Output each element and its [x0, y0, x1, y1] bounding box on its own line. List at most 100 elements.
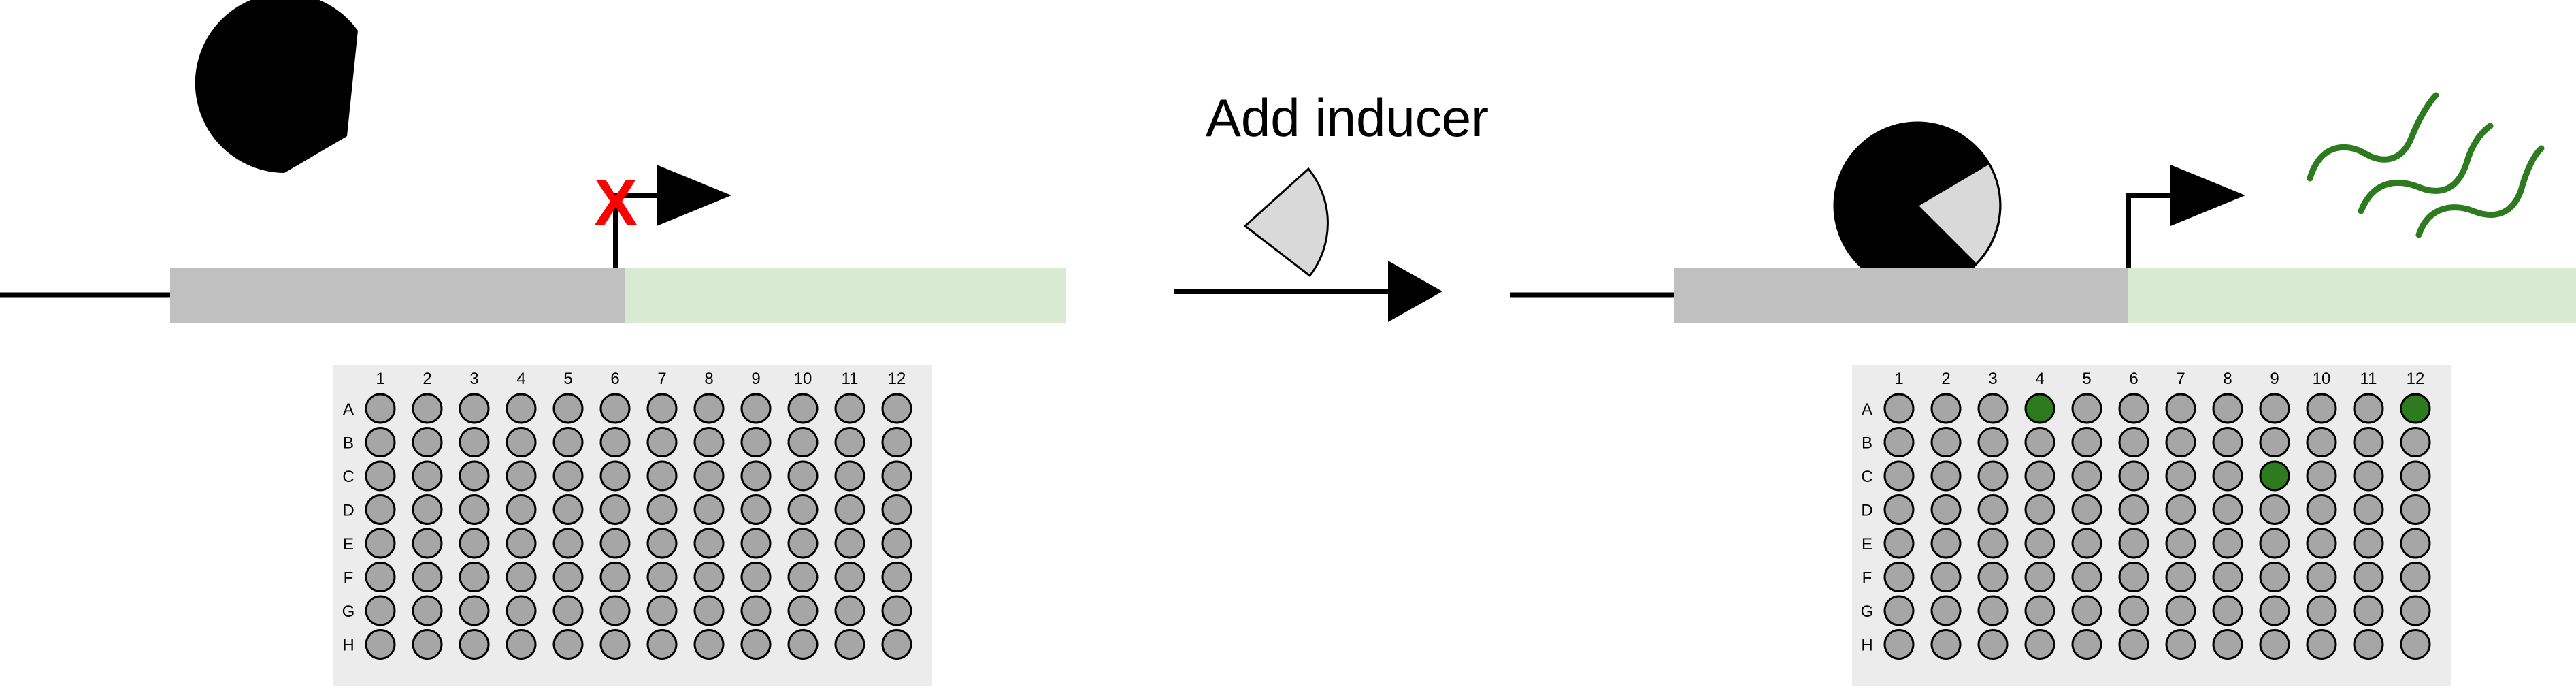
promoter-region-overlay	[1674, 268, 2128, 323]
plate-well-positive	[2259, 460, 2290, 492]
plate-well	[1930, 494, 1962, 525]
plate-well	[2259, 595, 2290, 626]
plate-column-label: 8	[2223, 370, 2232, 388]
plate-well	[2400, 427, 2431, 457]
plate-well	[365, 595, 396, 626]
plate-row-label: G	[342, 602, 355, 621]
bound-inducer	[1915, 161, 2002, 266]
plate-well	[552, 528, 584, 559]
plate-column-label: 9	[2270, 370, 2279, 388]
plate-well	[365, 629, 396, 660]
plate-well	[412, 528, 443, 559]
plate-well	[834, 629, 865, 660]
plate-well	[2212, 528, 2243, 559]
plate-well	[2024, 494, 2055, 525]
plate-row-label: G	[1861, 602, 1874, 621]
plate-column-label: 7	[2176, 370, 2185, 388]
plate-well	[787, 629, 819, 660]
plate-well	[2165, 393, 2196, 424]
mrna-strand	[2415, 145, 2545, 238]
plate-well	[1930, 562, 1962, 592]
repressor-protein	[195, 0, 358, 173]
plate-well	[646, 629, 678, 660]
plate-well	[2118, 427, 2149, 457]
plate-well	[881, 629, 912, 660]
plate-well	[2353, 427, 2384, 457]
plate-column-label: 7	[657, 370, 666, 388]
plate-well	[2212, 562, 2243, 592]
plate-well	[599, 629, 631, 660]
plate-row-label: A	[343, 400, 354, 419]
plate-well	[599, 595, 631, 626]
plate-well	[740, 629, 772, 660]
plate-well	[552, 595, 584, 626]
plate-well	[2353, 629, 2384, 660]
plate-well	[365, 427, 396, 457]
plate-well	[459, 562, 490, 592]
gene-region	[2128, 268, 2576, 323]
plate-well	[2306, 494, 2337, 525]
plate-well	[2024, 595, 2055, 626]
process-arrowhead	[1388, 261, 1442, 322]
plate-row-label: C	[1861, 468, 1872, 486]
plate-well	[1930, 393, 1962, 424]
plate-well	[459, 393, 490, 424]
plate-well	[1883, 427, 1915, 457]
plate-well	[365, 528, 396, 559]
plate-column-label: 12	[888, 370, 906, 388]
plate-well	[881, 528, 912, 559]
plate-well	[646, 494, 678, 525]
plate-well	[2024, 427, 2055, 457]
plate-well	[2165, 562, 2196, 592]
plate-well	[787, 393, 819, 424]
plate-well	[365, 460, 396, 492]
plate-well	[2212, 460, 2243, 492]
plate-row-label: B	[1862, 434, 1872, 453]
step-caption: Add inducer	[1206, 88, 1489, 148]
plate-well	[2165, 595, 2196, 626]
plate-well	[1883, 595, 1915, 626]
plate-column-label: 9	[751, 370, 760, 388]
plate-well	[2118, 629, 2149, 660]
plate-row-label: H	[1861, 637, 1872, 655]
plate-well-positive	[2400, 393, 2431, 424]
repressor-protein	[1834, 122, 1989, 289]
plate-well	[2400, 494, 2431, 525]
transcription-arrowhead	[657, 165, 731, 226]
plate-well	[2024, 629, 2055, 660]
gene-region	[625, 268, 1066, 323]
plate-well	[646, 427, 678, 457]
plate-column-label: 4	[2035, 370, 2044, 388]
plate-well	[599, 494, 631, 525]
plate-well	[2165, 460, 2196, 492]
plate-well	[881, 460, 912, 492]
plate-well	[506, 427, 537, 457]
plate-well	[2024, 460, 2055, 492]
plate-row-label: A	[1862, 400, 1872, 419]
plate-well	[646, 562, 678, 592]
plate-well	[787, 460, 819, 492]
plate-well	[1930, 460, 1962, 492]
plate-well	[552, 494, 584, 525]
plate-well	[787, 528, 819, 559]
plate-row-label: D	[1861, 502, 1872, 520]
plate-well	[2212, 629, 2243, 660]
plate-well	[1977, 562, 2009, 592]
plate-well	[740, 595, 772, 626]
plate-well	[2353, 494, 2384, 525]
plate-well	[2259, 629, 2290, 660]
plate-row-label: H	[342, 637, 354, 655]
plate-well	[552, 460, 584, 492]
transcription-arrowhead	[2170, 165, 2245, 226]
plate-well	[412, 460, 443, 492]
plate-well	[2118, 562, 2149, 592]
plate-well	[693, 494, 725, 525]
plate-well	[693, 393, 725, 424]
plate-well	[2071, 427, 2102, 457]
plate-well	[2353, 393, 2384, 424]
plate-well	[2071, 595, 2102, 626]
inducer-molecule	[1243, 167, 1329, 278]
plate-well	[459, 427, 490, 457]
plate-well	[2306, 528, 2337, 559]
